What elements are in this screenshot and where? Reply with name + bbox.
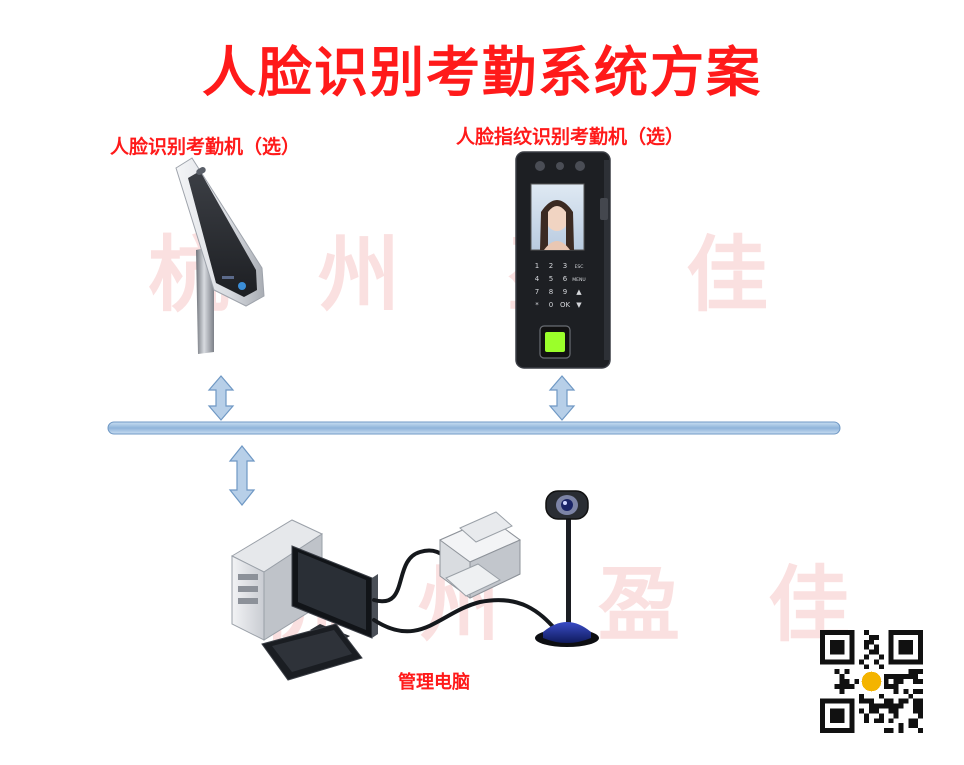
arrow-right-terminal (548, 375, 576, 421)
printer (439, 511, 521, 599)
keypad-key: OK (560, 301, 571, 309)
keypad-key: 5 (549, 275, 553, 283)
management-pc (230, 519, 378, 681)
arrow-pc (228, 445, 256, 506)
network-bus (107, 421, 841, 435)
sensor-dot-icon (238, 282, 246, 290)
face-recognition-terminal (175, 157, 265, 354)
qr-code (820, 630, 923, 733)
keypad-key: ESC (575, 264, 584, 270)
keypad-key: * (535, 301, 539, 309)
keypad-key: 9 (563, 288, 567, 296)
keypad-key: 1 (535, 262, 539, 270)
fingerprint-terminal: 1 2 3 ESC 4 5 6 MENU 7 8 9 ▲ * 0 OK ▼ (515, 151, 611, 369)
pc-label: 管理电脑 (398, 672, 470, 693)
arrow-left-terminal (207, 375, 235, 421)
page-title: 人脸识别考勤系统方案 (202, 41, 762, 104)
fingerprint-terminal-label: 人脸指纹识别考勤机（选） (456, 126, 685, 148)
keypad-key: 2 (549, 262, 553, 270)
keypad-key: 8 (549, 288, 553, 296)
watermark-char: 佳 (686, 227, 769, 323)
keypad-key: 6 (563, 275, 568, 283)
watermark-char: 盈 (598, 557, 681, 653)
keypad-key: 0 (549, 301, 553, 309)
keypad-key: 3 (563, 262, 567, 270)
qr-logo-icon (861, 671, 882, 692)
keypad-key: ▲ (576, 288, 582, 296)
keypad-key: 7 (535, 288, 539, 296)
keypad-key: 4 (535, 275, 540, 283)
keypad-key: ▼ (576, 301, 582, 309)
webcam (535, 490, 599, 647)
watermark-char: 州 (318, 227, 401, 323)
cable-camera (372, 598, 558, 634)
keypad: 1 2 3 ESC 4 5 6 MENU 7 8 9 ▲ * 0 OK ▼ (535, 262, 586, 309)
keypad-key: MENU (572, 277, 585, 283)
face-terminal-label: 人脸识别考勤机（选） (110, 136, 301, 158)
